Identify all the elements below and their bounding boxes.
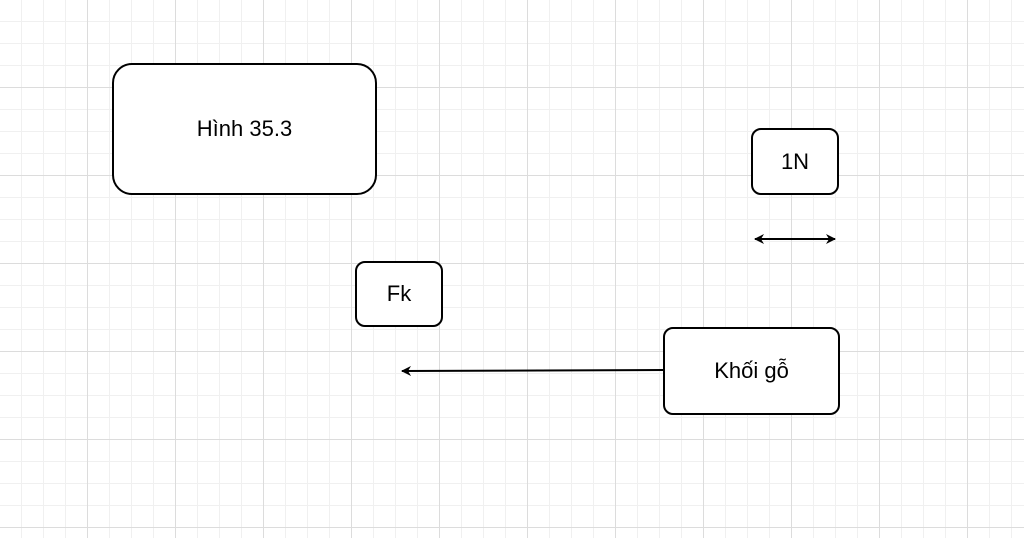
figure-title-box[interactable]: Hình 35.3 [112, 63, 377, 195]
force-arrow [401, 365, 664, 376]
scale-unit-box[interactable]: 1N [751, 128, 839, 195]
scale-unit-label: 1N [780, 148, 810, 174]
figure-title-label: Hình 35.3 [196, 116, 293, 141]
wooden-block-label: Khối gỗ [714, 358, 789, 383]
force-label: Fk [386, 281, 412, 306]
wooden-block-box[interactable]: Khối gỗ [663, 327, 840, 415]
force-label-box[interactable]: Fk [355, 261, 443, 327]
